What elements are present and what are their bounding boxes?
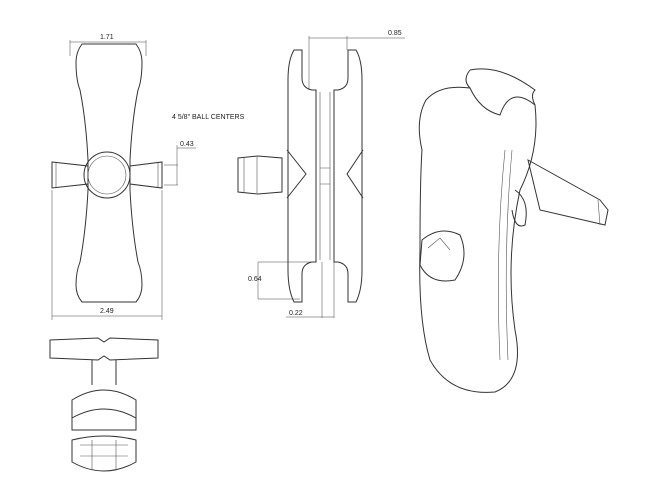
ball-centers-note: 4 5/8" BALL CENTERS [172,114,245,121]
isometric-view [418,68,609,393]
front-view: 1.71 2.49 0.43 4 5/8" BALL CENTERS [51,34,245,320]
dim-slot-width: 0.22 [289,310,303,317]
dim-socket-depth: 0.64 [248,276,262,283]
dim-top-width: 1.71 [100,34,114,41]
dim-overall-width: 2.49 [100,308,114,315]
dim-ball-height: 0.43 [180,141,194,148]
side-view: 0.85 0.64 0.22 [237,30,405,318]
bottom-view [49,337,159,472]
dim-socket-width: 0.85 [388,30,402,37]
